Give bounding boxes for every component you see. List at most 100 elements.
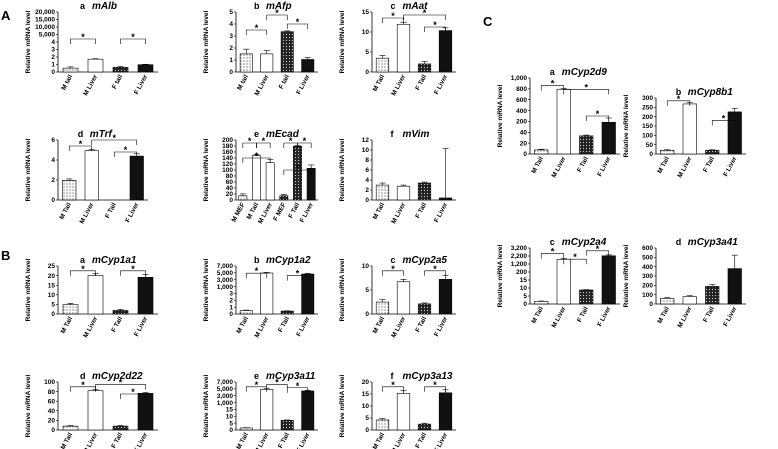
x-tick-label: M Liver	[82, 73, 99, 97]
y-tick-label: 0	[523, 151, 527, 158]
x-tick-label: F Tail	[702, 305, 716, 323]
y-axis-label: Relative mRNA level	[203, 374, 210, 437]
x-tick-label: F Liver	[596, 155, 612, 178]
x-tick-label: M Tail	[235, 315, 250, 334]
x-tick-label: F Tail	[110, 315, 124, 333]
significance-star: *	[391, 380, 395, 390]
bar-f-tail	[293, 145, 302, 201]
y-tick-label: 200	[222, 137, 233, 144]
bar-f-liver	[438, 279, 453, 315]
significance-star: *	[248, 136, 252, 146]
y-tick-label: 0	[51, 69, 55, 76]
bar-m-mef	[238, 195, 248, 201]
significance-bracket	[120, 393, 146, 399]
y-tick-label: 0	[51, 197, 55, 204]
bar-f-tail	[280, 419, 294, 431]
significance-bracket	[286, 387, 309, 393]
y-tick-label: 200	[516, 119, 527, 126]
y-tick-label: 2	[51, 54, 55, 61]
y-tick-label: 10	[362, 147, 370, 154]
y-tick-label: 7,000	[217, 263, 234, 270]
bar-m-liver	[396, 393, 411, 431]
x-tick-label: F Tail	[287, 201, 301, 219]
y-tick-label: 500	[642, 255, 653, 262]
y-tick-label: 15	[48, 282, 56, 289]
panel-title: mTrf	[90, 129, 114, 140]
y-tick-label: 600	[642, 245, 653, 252]
y-tick-label: 100	[642, 292, 653, 299]
y-tick-label: 5	[365, 287, 369, 294]
significance-bracket	[563, 89, 610, 95]
significance-star: *	[551, 79, 555, 89]
y-tick-label: 2	[229, 297, 233, 304]
bar-f-liver	[601, 121, 616, 155]
y-tick-label: 200	[642, 114, 653, 121]
bar-f-mef	[279, 195, 289, 201]
x-tick-label: F Tail	[277, 431, 291, 449]
significance-bracket	[382, 270, 404, 276]
y-axis-label: Relative mRNA level	[623, 94, 630, 157]
y-tick-label: 0	[365, 197, 369, 204]
significance-star: *	[433, 20, 437, 30]
y-tick-label: 300	[642, 273, 653, 280]
y-tick-label: 1,000	[217, 284, 234, 291]
y-tick-label: 80	[226, 173, 234, 180]
significance-bracket	[91, 139, 138, 145]
x-tick-label: M Liver	[677, 305, 694, 329]
x-tick-label: F Tail	[576, 155, 590, 173]
panel-letter: a	[80, 1, 86, 11]
y-tick-label: 2	[365, 187, 369, 194]
x-tick-label: M Liver	[390, 73, 407, 97]
y-axis-label: Relative mRNA level	[25, 374, 32, 437]
bar-f-liver	[301, 59, 315, 73]
bar-m-liver	[87, 390, 104, 431]
y-axis-label: Relative mRNA level	[339, 258, 346, 321]
panel-title: mCyp2a4	[562, 237, 607, 248]
bar-m-liver	[396, 185, 411, 201]
y-tick-label: 5	[51, 302, 55, 309]
significance-bracket	[286, 275, 309, 281]
y-tick-label: 60	[226, 179, 234, 186]
x-tick-label: M Liver	[82, 315, 99, 339]
y-tick-label: 10	[48, 292, 56, 299]
y-tick-label: 5	[229, 420, 233, 427]
y-axis-label: Relative mRNA level	[339, 138, 346, 201]
bar-m-liver	[87, 275, 104, 315]
y-tick-label: 100	[44, 379, 55, 386]
x-tick-label: F Liver	[295, 315, 311, 338]
y-tick-label: 4	[229, 21, 233, 28]
significance-star: *	[551, 247, 555, 257]
x-tick-label: M Liver	[677, 155, 694, 179]
significance-star: *	[677, 94, 681, 104]
x-tick-label: M Tail	[60, 315, 75, 334]
panel-letter: e	[254, 129, 259, 139]
y-tick-label: 10	[362, 29, 370, 36]
x-tick-label: F Liver	[295, 73, 311, 96]
y-tick-label: 100	[222, 167, 233, 174]
x-tick-label: M Tail	[656, 305, 671, 324]
y-axis-label: Relative mRNA level	[203, 138, 210, 201]
bar-m-liver	[682, 103, 697, 155]
y-tick-label: 5,000	[39, 32, 56, 39]
bar-m-tail	[375, 301, 390, 315]
significance-star: *	[131, 264, 135, 274]
y-tick-label: 400	[516, 108, 527, 115]
significance-star: *	[391, 11, 395, 21]
y-tick-label: 0	[365, 427, 369, 434]
y-tick-label: 2,200	[511, 253, 528, 260]
significance-star: *	[262, 136, 266, 146]
y-tick-label: 60	[48, 398, 56, 405]
bar-m-tail	[534, 149, 549, 155]
panel-title: mCyp1a2	[266, 255, 311, 266]
y-tick-label: 300	[642, 95, 653, 102]
panel-title: mCyp2d9	[562, 67, 607, 78]
significance-star: *	[81, 32, 85, 42]
panel-title: mAlb	[92, 1, 117, 12]
y-tick-label: 1,000	[217, 400, 234, 407]
y-tick-label: 1	[229, 304, 233, 311]
panel-letter: b	[676, 87, 682, 97]
y-tick-label: 5	[229, 9, 233, 16]
significance-bracket	[382, 386, 404, 392]
